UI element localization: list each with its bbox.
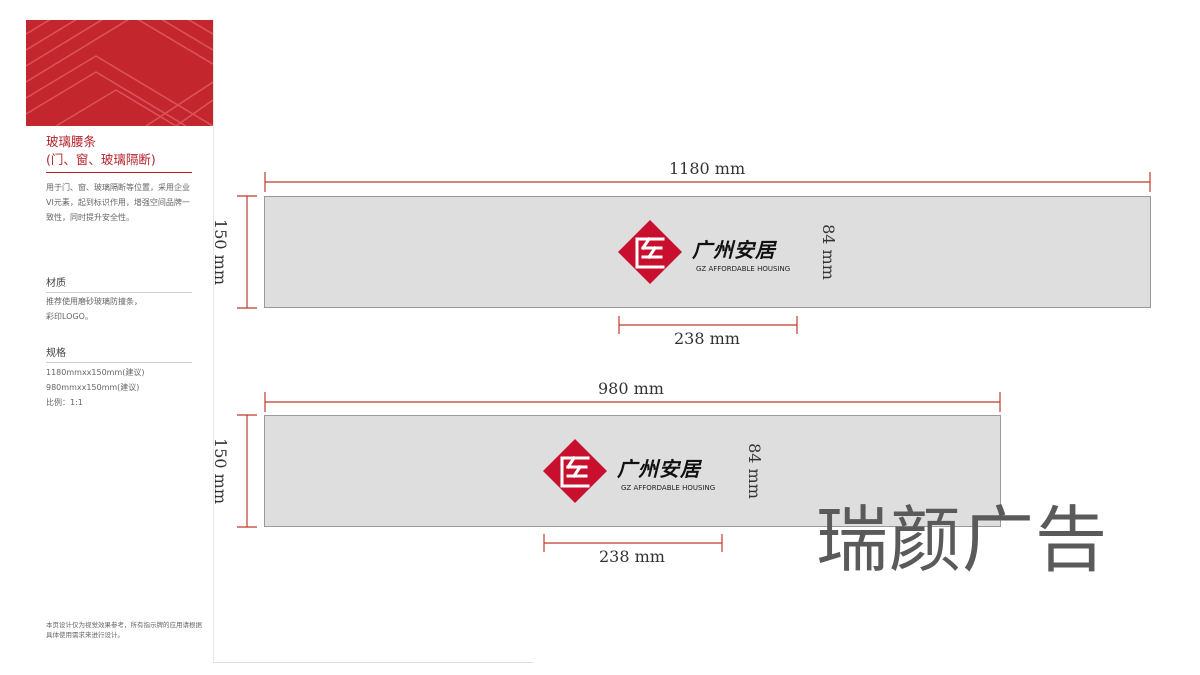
footnote: 本页设计仅为视觉效果参考，所有指示牌的应用请根据具体使用需求来进行设计。 xyxy=(46,621,202,639)
spec-heading: 规格 xyxy=(46,348,66,359)
section-subtitle: (门、窗、玻璃隔断) xyxy=(46,152,156,167)
logo-english-name: GZ AFFORDABLE HOUSING xyxy=(696,265,791,273)
page-bottom-rule xyxy=(213,662,533,663)
material-heading: 材质 xyxy=(46,278,66,289)
material-divider xyxy=(46,292,192,293)
spec-item-3: 比例：1:1 xyxy=(46,398,83,407)
brand-logo-bottom: 广州安居 GZ AFFORDABLE HOUSING xyxy=(542,439,722,503)
material-text-2: 彩印LOGO。 xyxy=(46,312,93,321)
logo-mark-icon xyxy=(543,439,607,503)
brand-logo-top: 广州安居 GZ AFFORDABLE HOUSING xyxy=(617,220,797,284)
material-text-1: 推荐使用磨砂玻璃防撞条， xyxy=(46,297,142,306)
logo-mark-icon xyxy=(618,220,682,284)
title-divider xyxy=(46,172,192,173)
width-label-1180: 1180 mm xyxy=(669,159,746,178)
glass-strip-1180 xyxy=(264,196,1151,308)
description-text: 用于门、窗、玻璃隔断等位置，采用企业VI元素，起到标识作用，增强空间品牌一致性，… xyxy=(46,183,190,222)
logo-chinese-name: 广州安居 xyxy=(692,238,776,262)
logo-width-label-top: 238 mm xyxy=(674,329,740,348)
sidebar-card: 玻璃腰条 (门、窗、玻璃隔断) 用于门、窗、玻璃隔断等位置，采用企业VI元素，起… xyxy=(26,20,214,663)
watermark-text: 瑞颜广告 xyxy=(816,498,1109,582)
section-title: 玻璃腰条 xyxy=(46,134,97,149)
logo-height-label-bottom: 84 mm xyxy=(744,443,764,499)
red-pattern-banner xyxy=(26,20,213,126)
width-label-980: 980 mm xyxy=(598,379,664,398)
spec-item-1: 1180mmxx150mm(建议) xyxy=(46,368,145,377)
glass-strip-980 xyxy=(264,415,1001,527)
logo-width-label-bottom: 238 mm xyxy=(599,547,665,566)
height-label-150-top: 150 mm xyxy=(210,219,230,285)
logo-height-label-top: 84 mm xyxy=(818,224,838,280)
spec-item-2: 980mmxx150mm(建议) xyxy=(46,383,140,392)
logo-chinese-name: 广州安居 xyxy=(617,457,701,481)
spec-divider xyxy=(46,362,192,363)
logo-english-name: GZ AFFORDABLE HOUSING xyxy=(621,484,716,492)
height-label-150-bottom: 150 mm xyxy=(210,438,230,504)
